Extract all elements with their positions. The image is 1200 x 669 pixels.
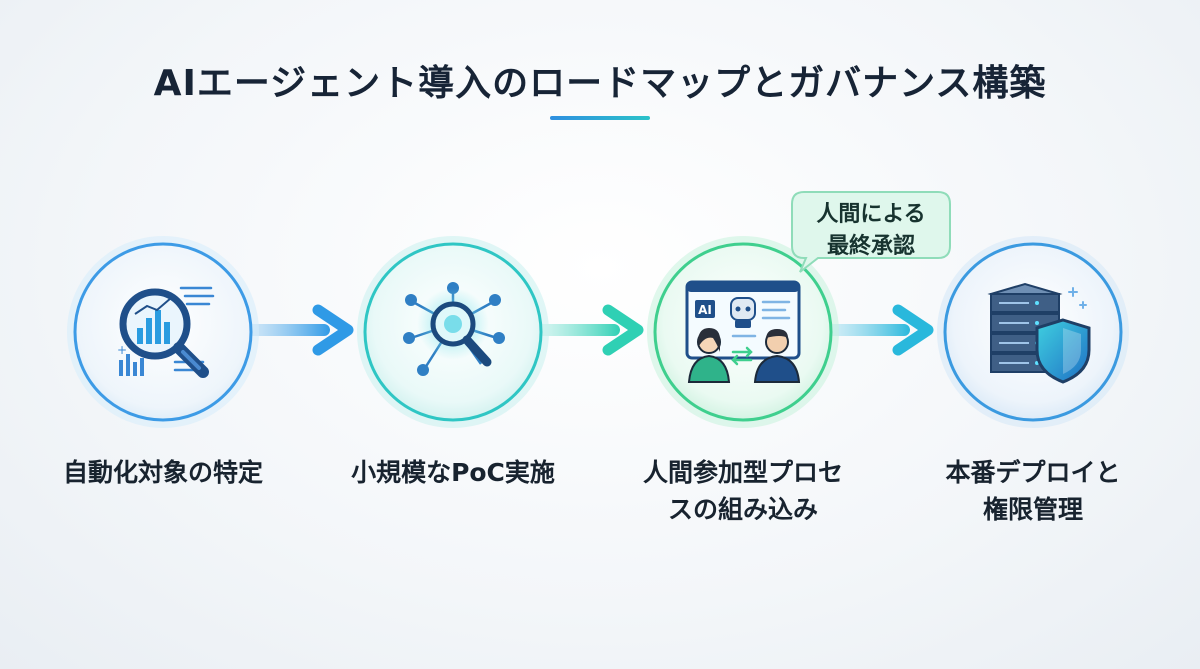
step-4-circle [933,232,1133,432]
step-2-circle [353,232,553,432]
step-4-label: 本番デプロイと 権限管理 [903,454,1163,528]
step-4-label-line-1: 本番デプロイと [945,458,1121,487]
step-1-label-line-1: 自動化対象の特定 [62,458,263,487]
step-4-label-line-2: 権限管理 [982,495,1083,524]
step-2-label-line-1: 小規模なPoC実施 [351,458,555,487]
arrow-step1-to-step2 [238,304,354,356]
step-1-circle: + [63,232,263,432]
step-3-label: 人間参加型プロセ スの組み込み [613,454,873,528]
step-2-label: 小規模なPoC実施 [323,454,583,491]
step-3-label-line-2: スの組み込み [667,495,818,524]
network-magnifier-icon [357,236,549,428]
ai-icon-text: AI [698,303,712,317]
arrow-step2-to-step3 [528,304,644,356]
step-3-circle: AI [643,232,843,432]
approval-callout: 人間による 最終承認 [790,190,952,274]
title-underline [550,116,650,120]
step-1-label: 自動化対象の特定 [33,454,293,491]
ai-human-collaboration-icon: AI [647,236,839,428]
callout-line-1: 人間による [816,202,926,227]
step-3-label-line-1: 人間参加型プロセ [642,458,843,487]
server-shield-icon [937,236,1129,428]
arrow-step3-to-step4 [818,304,934,356]
svg-text:+: + [117,343,127,357]
page-title: AIエージェント導入のロードマップとガバナンス構築 [153,63,1047,104]
callout-line-2: 最終承認 [826,234,915,259]
magnifier-chart-icon: + [67,236,259,428]
